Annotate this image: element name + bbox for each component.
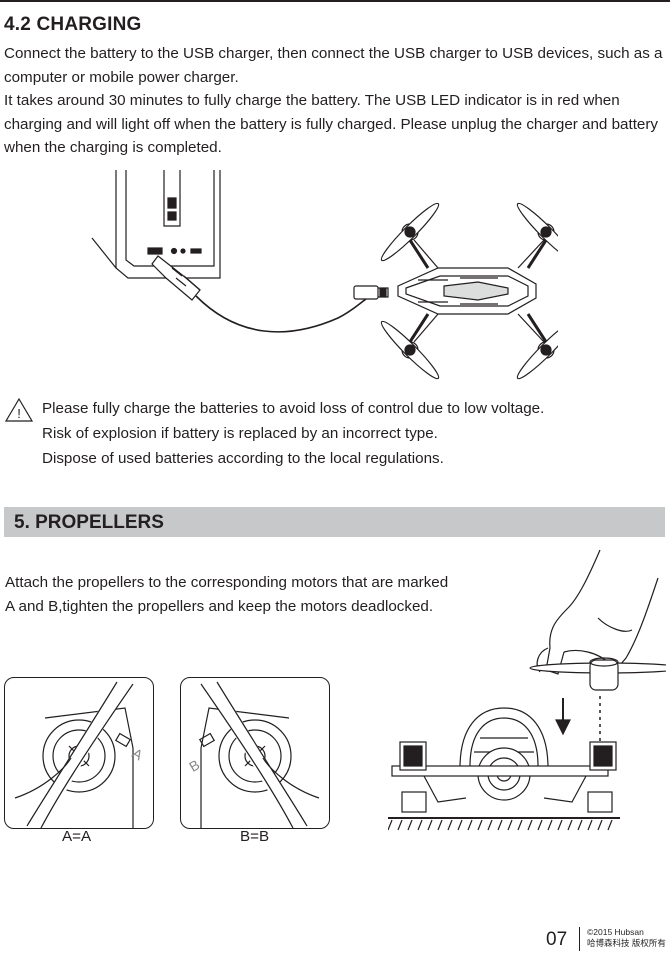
propeller-mount-illustration [388, 549, 666, 831]
propeller-b-detail: B [180, 677, 330, 829]
propeller-icon [529, 657, 666, 691]
propellers-paragraph: Attach the propellers to the correspondi… [5, 574, 449, 615]
down-arrow-icon [555, 698, 571, 736]
footer-copyright: ©2015 Hubsan 哈博森科技 版权所有 [587, 927, 666, 949]
footer-divider [579, 927, 580, 951]
warning-line-3: Dispose of used batteries according to t… [42, 450, 444, 467]
drone-top-view-icon [380, 202, 558, 380]
charging-heading: 4.2 CHARGING [4, 14, 142, 35]
hand-icon [536, 549, 659, 675]
warning-mark: ! [17, 406, 21, 421]
propeller-a-detail: A [4, 677, 154, 829]
drone-front-view-icon [388, 707, 620, 831]
company-line: 哈博森科技 版权所有 [587, 938, 666, 948]
computer-tower-icon [91, 170, 221, 279]
page-number: 07 [546, 929, 568, 950]
mark-a-text: A [130, 745, 147, 764]
charging-illustration [91, 170, 558, 380]
copyright-line: ©2015 Hubsan [587, 927, 644, 937]
motor-a-icon: A [14, 678, 147, 828]
battery-connector-icon [353, 285, 389, 300]
usb-plug-icon [151, 255, 201, 301]
propellers-banner: 5. PROPELLERS [4, 507, 665, 537]
mark-b-text: B [186, 756, 202, 775]
warning-line-2: Risk of explosion if battery is replaced… [42, 425, 438, 442]
propellers-heading: 5. PROPELLERS [14, 512, 164, 533]
warning-triangle-icon: ! [4, 397, 34, 422]
motor-b-icon: B [186, 678, 320, 828]
caption-a: A=A [62, 828, 92, 845]
warning-line-1: Please fully charge the batteries to avo… [42, 400, 545, 417]
charging-paragraph-1: Connect the battery to the USB charger, … [4, 45, 663, 86]
caption-b: B=B [240, 828, 270, 845]
top-rule [0, 0, 670, 2]
charging-paragraph-2: It takes around 30 minutes to fully char… [4, 92, 659, 156]
